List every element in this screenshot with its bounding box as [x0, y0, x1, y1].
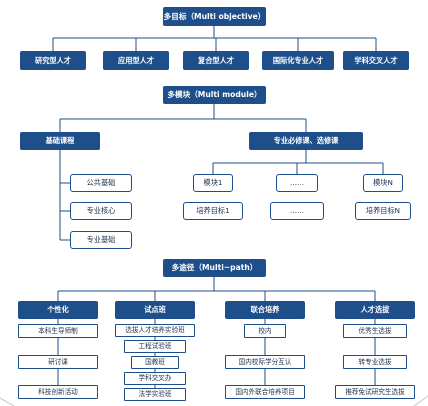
objective-composite: 复合型人才 — [183, 51, 249, 70]
basic-item-foundation: 专业基础 — [70, 231, 132, 249]
path-pilot-item-2: 工程试验班 — [124, 340, 186, 353]
path-selection-item-2: 转专业选拔 — [343, 355, 407, 369]
module-ellipsis: …… — [276, 174, 318, 192]
module-1: 模块1 — [193, 174, 233, 192]
path-pilot-header: 试点班 — [115, 301, 195, 319]
path-joint-item-1: 校内 — [244, 324, 286, 338]
basic-item-core: 专业核心 — [70, 202, 132, 220]
module-n: 模块N — [363, 174, 403, 192]
goal-1: 培养目标1 — [183, 202, 243, 220]
path-pilot-item-4: 学科交叉办 — [124, 372, 186, 385]
root-node: 多目标（Multi objective） — [163, 7, 266, 26]
path-joint-item-3: 国内外联合培养项目 — [225, 385, 305, 399]
path-pilot-item-5: 法学实验班 — [124, 388, 186, 401]
goal-n: 培养目标N — [355, 202, 411, 220]
objective-applied: 应用型人才 — [103, 51, 169, 70]
module-node: 多模块（Multi module） — [163, 86, 266, 104]
path-selection-header: 人才选拔 — [335, 301, 415, 319]
path-pilot-item-1: 选拔人才培养实验班 — [115, 324, 195, 337]
path-selection-item-3: 推荐免试研究生选拔 — [335, 385, 415, 399]
objective-interdisciplinary: 学科交叉人才 — [343, 51, 409, 70]
basic-item-public: 公共基础 — [70, 174, 132, 192]
path-pilot-item-3: 国教班 — [131, 356, 179, 369]
objective-research: 研究型人才 — [20, 51, 86, 70]
path-personalized-item-2: 研讨课 — [18, 355, 98, 369]
path-personalized-item-3: 科技创新活动 — [18, 385, 98, 399]
basic-courses-node: 基础课程 — [20, 132, 100, 150]
path-node: 多途径（Multi~path） — [163, 259, 266, 277]
major-courses-node: 专业必修课、选修课 — [249, 132, 363, 150]
path-personalized-header: 个性化 — [18, 301, 98, 319]
path-joint-header: 联合培养 — [225, 301, 305, 319]
path-personalized-item-1: 本科生导师制 — [18, 324, 98, 338]
objective-international: 国际化专业人才 — [262, 51, 334, 70]
path-selection-item-1: 优秀生选拔 — [343, 324, 407, 338]
path-joint-item-2: 国内校际学分互认 — [225, 355, 305, 369]
goal-ellipsis: …… — [270, 202, 324, 220]
